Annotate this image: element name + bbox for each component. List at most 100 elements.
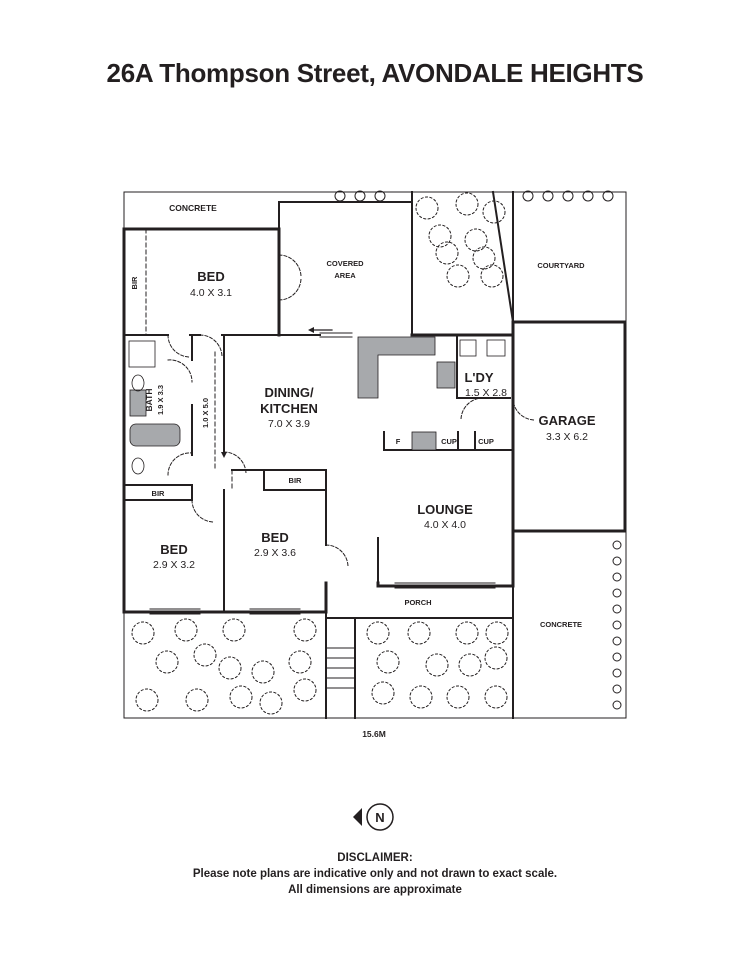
garage-label: GARAGE <box>538 413 595 428</box>
bed3-dims: 2.9 X 3.6 <box>254 547 296 559</box>
ldy-label: L'DY <box>464 370 493 385</box>
shrub-icon <box>562 190 574 202</box>
trees <box>131 190 622 715</box>
shrub-icon <box>612 668 622 678</box>
shrub-icon <box>612 652 622 662</box>
kitchen-label: KITCHEN <box>260 401 318 416</box>
shrub-icon <box>612 636 622 646</box>
dining-dims: 7.0 X 3.9 <box>268 418 310 430</box>
tree-icon <box>480 264 504 288</box>
tree-icon <box>174 618 198 642</box>
lounge-label: LOUNGE <box>417 502 473 517</box>
tree-icon <box>293 618 317 642</box>
shrub-icon <box>612 604 622 614</box>
door-swings <box>167 254 536 568</box>
tree-icon <box>293 678 317 702</box>
bed2-label: BED <box>160 542 187 557</box>
bath-label: BATH <box>144 389 154 412</box>
disclaimer-line-2: All dimensions are approximate <box>288 884 462 896</box>
compass-letter: N <box>375 810 384 825</box>
tree-icon <box>484 646 508 670</box>
concrete-right-label: CONCRETE <box>540 620 582 629</box>
tree-icon <box>407 621 431 645</box>
tree-icon <box>376 650 400 674</box>
room-labels: CONCRETE BED 4.0 X 3.1 COVERED AREA COUR… <box>130 203 596 739</box>
plan-title: 26A Thompson Street, AVONDALE HEIGHTS <box>106 58 644 88</box>
tree-icon <box>484 685 508 709</box>
tree-icon <box>366 621 390 645</box>
north-compass-icon: N <box>353 803 394 831</box>
bir3-label: BIR <box>289 476 303 485</box>
shrub-icon <box>612 540 622 550</box>
tree-icon <box>135 688 159 712</box>
tree-icon <box>455 621 479 645</box>
tree-icon <box>131 621 155 645</box>
tree-icon <box>458 653 482 677</box>
concrete-top-label: CONCRETE <box>169 203 217 213</box>
shrub-icon <box>374 190 386 202</box>
bed3-label: BED <box>261 530 288 545</box>
bed1-dims: 4.0 X 3.1 <box>190 287 232 299</box>
bed2-dims: 2.9 X 3.2 <box>153 559 195 571</box>
disclaimer-heading: DISCLAIMER: <box>337 852 413 864</box>
shrub-icon <box>582 190 594 202</box>
shrub-icon <box>612 556 622 566</box>
tree-icon <box>371 681 395 705</box>
shrub-icon <box>354 190 366 202</box>
ldy-dims: 1.5 X 2.8 <box>465 387 507 399</box>
tree-icon <box>251 660 275 684</box>
tree-icon <box>485 621 509 645</box>
shrub-icon <box>612 620 622 630</box>
shrub-icon <box>334 190 346 202</box>
windows <box>149 332 496 615</box>
width-label: 15.6M <box>362 729 386 739</box>
dining-label: DINING/ <box>264 385 314 400</box>
arrow-head <box>221 452 227 458</box>
tree-icon <box>155 650 179 674</box>
fixtures <box>128 336 506 451</box>
bed1-label: BED <box>197 269 224 284</box>
tree-icon <box>482 200 506 224</box>
tree-icon <box>193 643 217 667</box>
bir2-label: BIR <box>152 489 166 498</box>
tree-icon <box>472 246 496 270</box>
porch-label: PORCH <box>404 598 431 607</box>
tree-icon <box>446 685 470 709</box>
tree-icon <box>464 228 488 252</box>
hall-dims: 1.0 X 5.0 <box>201 398 210 428</box>
internal-walls <box>123 190 515 719</box>
shrub-icon <box>612 588 622 598</box>
shrub-icon <box>612 572 622 582</box>
bir1-label: BIR <box>130 276 139 290</box>
tree-icon <box>425 653 449 677</box>
tree-icon <box>409 685 433 709</box>
arrow-head <box>308 327 314 333</box>
tree-icon <box>415 196 439 220</box>
tree-icon <box>455 192 479 216</box>
covered-label: COVERED <box>326 259 364 268</box>
tree-icon <box>185 688 209 712</box>
disclaimer: DISCLAIMER: Please note plans are indica… <box>0 850 750 898</box>
courtyard-label: COURTYARD <box>537 261 585 270</box>
tree-icon <box>259 691 283 715</box>
shrub-icon <box>522 190 534 202</box>
tree-icon <box>229 685 253 709</box>
cup2-label: CUP <box>478 437 494 446</box>
shrub-icon <box>612 684 622 694</box>
dashed-lines <box>145 228 233 491</box>
tree-icon <box>428 224 452 248</box>
fridge-label: F <box>396 437 401 446</box>
lounge-dims: 4.0 X 4.0 <box>424 519 466 531</box>
covered-area-label: AREA <box>334 271 356 280</box>
tree-icon <box>288 650 312 674</box>
tree-icon <box>218 656 242 680</box>
tree-icon <box>222 618 246 642</box>
bath-dims: 1.9 X 3.3 <box>156 385 165 415</box>
shrub-icon <box>602 190 614 202</box>
tree-icon <box>446 264 470 288</box>
shrub-icon <box>612 700 622 710</box>
disclaimer-line-1: Please note plans are indicative only an… <box>192 868 558 880</box>
toilet-icon <box>131 374 145 475</box>
tree-icon <box>435 241 459 265</box>
